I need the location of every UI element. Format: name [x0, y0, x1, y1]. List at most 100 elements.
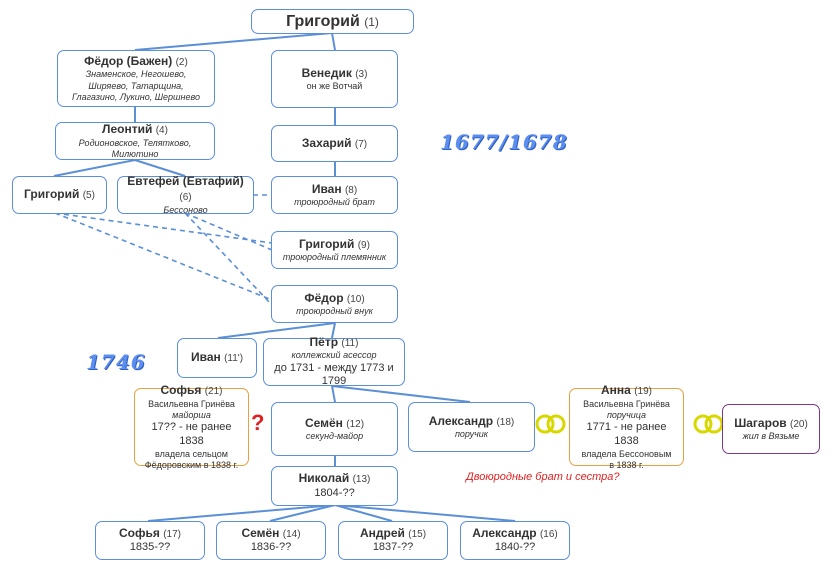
person-dates: 1837-?? — [372, 541, 414, 554]
person-dates: до 1731 - между 1773 и 1799 — [274, 361, 394, 388]
person-node-semen-12[interactable]: Семён (12) секунд-майор — [271, 402, 398, 456]
person-name: Александр — [472, 525, 537, 540]
person-patronymic: Васильевна Гринёва — [583, 398, 670, 409]
person-note: майорша — [172, 409, 211, 420]
person-node-anna-19[interactable]: Анна (19) Васильевна Гринёва поручица 17… — [569, 383, 684, 470]
person-name: Фёдор (Бажен) — [84, 53, 173, 68]
person-name: Александр — [428, 413, 494, 428]
person-number: (13) — [352, 474, 371, 486]
person-node-evtefey-6[interactable]: Евтефей (Евтафий) (6) Бессоново — [117, 174, 254, 215]
person-name: Евтефей (Евтафий) — [127, 174, 244, 189]
person-number: (4) — [155, 125, 168, 136]
person-name: Захарий — [301, 135, 352, 150]
person-number: (17) — [163, 528, 181, 540]
person-note: владела сельцом — [155, 448, 228, 459]
person-name: Григорий — [24, 187, 80, 202]
person-dates: 1835-?? — [129, 541, 171, 554]
person-node-venedik-3[interactable]: Венедик (3) он же Вотчай — [271, 50, 398, 108]
person-name: Григорий — [286, 12, 360, 30]
person-name: Пётр — [309, 334, 339, 349]
person-name: Анна — [601, 383, 631, 397]
person-note: поручик — [454, 429, 489, 440]
person-name: Иван — [190, 350, 221, 365]
person-node-ivan-11prime[interactable]: Иван (11') — [177, 338, 257, 378]
person-node-grigoriy-5[interactable]: Григорий (5) — [12, 176, 107, 214]
person-name: Семён — [304, 415, 343, 430]
person-note: троюродный брат — [294, 197, 375, 208]
person-number: (19) — [634, 386, 652, 397]
person-note: он же Вотчай — [306, 81, 363, 92]
person-number: (10) — [346, 293, 365, 305]
person-number: (6) — [179, 192, 192, 204]
person-node-sofya-21[interactable]: Софья (21) Васильевна Гринёва майорша 17… — [134, 383, 249, 470]
person-note: секунд-майор — [305, 431, 364, 442]
person-node-sofya-17[interactable]: Софья (17) 1835-?? — [95, 521, 205, 560]
question-mark-icon: ? — [251, 410, 265, 435]
person-dates: 1771 - не ранее 1838 — [586, 421, 667, 447]
person-node-aleksandr-18[interactable]: Александр (18) поручик — [408, 402, 535, 452]
person-node-andrey-15[interactable]: Андрей (15) 1837-?? — [338, 521, 448, 560]
person-number: (12) — [346, 418, 365, 430]
person-name: Шагаров — [734, 415, 787, 430]
person-number: (16) — [539, 528, 558, 540]
person-number: (18) — [496, 416, 515, 428]
person-number: (11') — [224, 353, 244, 365]
person-name: Иван — [311, 181, 342, 196]
person-note: в 1838 г. — [609, 459, 644, 470]
person-number: (1) — [364, 14, 379, 29]
person-number: (3) — [355, 68, 368, 80]
person-dates: 17?? - не ранее 1838 — [151, 421, 232, 447]
person-node-fedor-2[interactable]: Фёдор (Бажен) (2) Знаменское, Негошево, … — [57, 50, 215, 107]
person-node-petr-11[interactable]: Пётр (11) коллежский асессор до 1731 - м… — [263, 334, 405, 387]
person-number: (5) — [82, 190, 95, 202]
person-note: коллежский асессор — [291, 350, 377, 361]
person-note: владела Бессоновым — [581, 448, 672, 459]
person-node-nikolay-13[interactable]: Николай (13) 1804-?? — [271, 466, 398, 506]
person-note: Знаменское, Негошево, — [85, 69, 187, 80]
person-note: Бессоново — [163, 204, 208, 215]
person-name: Венедик — [301, 65, 352, 80]
person-node-semen-14[interactable]: Семён (14) 1836-?? — [216, 521, 326, 560]
person-node-fedor-10[interactable]: Фёдор (10) троюродный внук — [271, 285, 398, 323]
person-number: (8) — [344, 184, 358, 196]
person-node-grigoriy-9[interactable]: Григорий (9) троюродный племянник — [271, 231, 398, 269]
person-dates: 1804-?? — [314, 486, 355, 499]
person-number: (2) — [175, 56, 188, 68]
person-name: Софья — [118, 525, 160, 540]
person-name: Николай — [298, 471, 350, 486]
person-node-aleksandr-16[interactable]: Александр (16) 1840-?? — [460, 521, 570, 560]
person-note: поручица — [606, 409, 647, 420]
person-number: (11) — [341, 337, 359, 349]
person-note: Ширяево, Татарщина, — [88, 80, 184, 91]
person-number: (9) — [357, 239, 370, 251]
year-label-1677: 1677/1678 — [440, 130, 568, 154]
person-note: троюродный внук — [296, 306, 373, 317]
person-name: Леонтий — [102, 122, 153, 136]
cousins-note: Двоюродные брат и сестра? — [466, 471, 620, 483]
person-number: (14) — [282, 528, 301, 540]
person-number: (21) — [204, 386, 223, 397]
person-name: Семён — [241, 525, 280, 540]
person-node-leontiy-4[interactable]: Леонтий (4) Родионовское, Телятково, Мил… — [55, 122, 215, 160]
person-dates: 1836-?? — [250, 541, 292, 554]
person-node-zahariy-7[interactable]: Захарий (7) — [271, 125, 398, 162]
person-note: жил в Вязьме — [742, 431, 800, 442]
year-label-1746: 1746 — [86, 350, 146, 374]
person-number: (15) — [408, 528, 427, 540]
person-note: Родионовское, Телятково, Милютино — [78, 137, 192, 159]
person-note: Глагазино, Лукино, Шершнево — [72, 91, 200, 102]
person-name: Фёдор — [304, 290, 344, 305]
person-name: Григорий — [299, 236, 355, 251]
person-node-ivan-8[interactable]: Иван (8) троюродный брат — [271, 176, 398, 214]
person-number: (7) — [354, 138, 368, 150]
person-number: (20) — [790, 418, 808, 430]
person-note: Фёдоровским в 1838 г. — [144, 459, 239, 470]
person-patronymic: Васильевна Гринёва — [148, 398, 235, 409]
person-node-grigoriy-1[interactable]: Григорий (1) — [251, 9, 414, 34]
person-node-shagarov-20[interactable]: Шагаров (20) жил в Вязьме — [722, 404, 820, 454]
person-name: Андрей — [359, 525, 405, 540]
person-dates: 1840-?? — [494, 541, 536, 554]
person-note: троюродный племянник — [282, 252, 387, 263]
person-name: Софья — [160, 383, 202, 397]
